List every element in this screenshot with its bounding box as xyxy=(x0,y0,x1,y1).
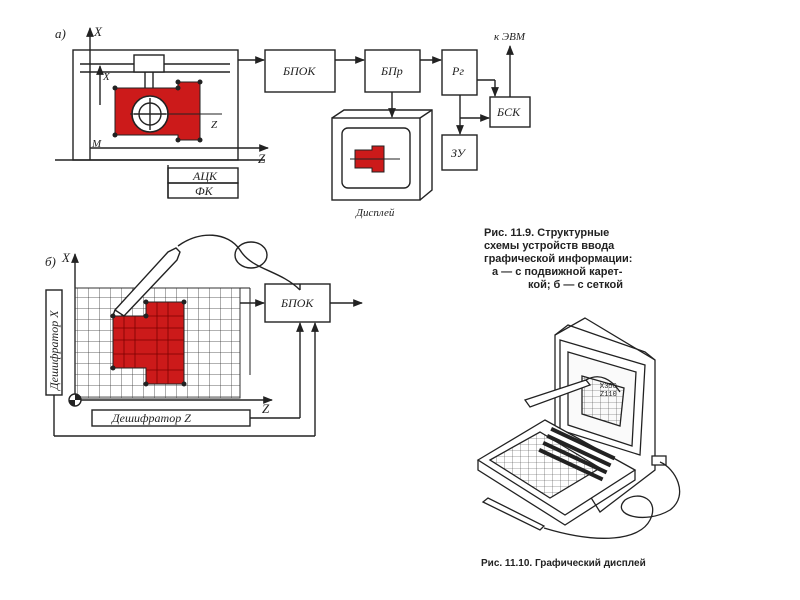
red-figure-b-cells xyxy=(113,302,184,384)
block-bpok-a-label: БПОК xyxy=(282,64,316,78)
display-screen xyxy=(341,127,411,189)
terminal-light-pen xyxy=(523,379,592,408)
origin-label: M xyxy=(91,138,102,150)
block-atsk-label: АЦК xyxy=(192,169,218,183)
decoder-z-label: Дешифратор Z xyxy=(111,411,191,425)
axis-x-b-label: X xyxy=(61,250,71,265)
light-pen-cable xyxy=(177,234,301,291)
terminal-port xyxy=(651,455,667,466)
caption-fig-11-9: Рис. 11.9. Структурные схемы устройств в… xyxy=(484,227,684,292)
caption-119-line5: кой; б — с сеткой xyxy=(528,279,623,291)
block-bpr-label: БПр xyxy=(380,64,403,78)
carriage-block xyxy=(133,54,165,73)
terminal-keys xyxy=(538,427,616,482)
to-computer-label: к ЭВМ xyxy=(494,31,526,43)
terminal-keyboard-edge xyxy=(477,460,636,526)
axis-z-a-label: Z xyxy=(258,151,266,166)
light-pen-tip xyxy=(111,309,116,319)
red-figure-b-vertices xyxy=(110,299,187,387)
block-bsk-label: БСК xyxy=(496,105,521,119)
axis-x-a-label: X xyxy=(93,24,103,39)
block-bpok-b-label: БПОК xyxy=(280,296,314,310)
block-zu-label: ЗУ xyxy=(451,146,467,160)
decoder-x-label: Дешифратор X xyxy=(47,310,61,391)
caption-119-line3: графической информации: xyxy=(484,253,633,265)
terminal-screen-line1: Х350 xyxy=(600,383,617,391)
block-bpok-a xyxy=(264,49,336,93)
axis-z-b-label: Z xyxy=(262,401,270,416)
block-rg-label: Рг xyxy=(451,64,464,78)
block-zu xyxy=(441,134,478,171)
diagram-b: б) X Z Дешифратор X xyxy=(45,234,363,437)
block-fk-label: ФК xyxy=(195,184,214,198)
terminal-pen-cable xyxy=(585,376,621,393)
light-pen-cable-loop xyxy=(234,241,268,269)
display-label: Дисплей xyxy=(355,207,395,219)
caption-119-line2: схемы устройств ввода xyxy=(484,240,615,252)
diagram-b-label: б) xyxy=(45,254,56,269)
terminal-top-edge xyxy=(554,324,656,361)
diagram-a: а) X Z M X Z АЦК xyxy=(55,24,531,219)
caption-119-line4: а — с подвижной карет- xyxy=(492,266,623,278)
graphic-display-terminal: Х350 Z110 xyxy=(476,317,681,539)
diagram-a-label: а) xyxy=(55,26,66,41)
red-figure-a-vertices xyxy=(112,79,203,143)
terminal-screen-grid xyxy=(581,375,625,427)
terminal-screen-line2: Z110 xyxy=(600,391,617,399)
light-pen xyxy=(113,247,181,317)
display-body xyxy=(331,117,421,201)
terminal-stylus xyxy=(481,497,546,531)
caption-119-line1: Рис. 11.9. Структурные xyxy=(484,227,610,239)
axis-x-inner-label: X xyxy=(102,71,111,83)
caption-fig-11-10: Рис. 11.10. Графический дисплей xyxy=(481,558,646,569)
grid-origin-node-fill xyxy=(69,394,81,406)
axis-z-inner-label: Z xyxy=(211,119,218,131)
terminal-stylus-cable xyxy=(543,461,681,539)
display-depth-edge xyxy=(419,109,433,119)
